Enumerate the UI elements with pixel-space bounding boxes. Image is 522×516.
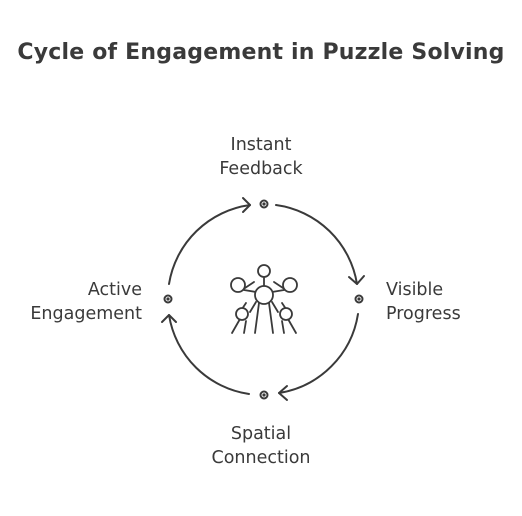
node-label-spatial-connection: Spatial Connection bbox=[161, 422, 361, 470]
cycle-arrow-engagement-to-feedback bbox=[168, 204, 251, 285]
cycle-arrow-connection-to-engagement bbox=[168, 314, 250, 395]
node-label-line: Instant bbox=[230, 135, 292, 155]
node-dot-core bbox=[166, 297, 170, 301]
node-label-visible-progress: Visible Progress bbox=[386, 278, 516, 326]
arrowhead bbox=[278, 385, 288, 401]
arrowhead bbox=[161, 314, 177, 323]
diagram-title: Cycle of Engagement in Puzzle Solving bbox=[17, 40, 505, 65]
node-label-line: Connection bbox=[211, 448, 311, 468]
node-label-line: Engagement bbox=[30, 304, 142, 324]
node-label-line: Feedback bbox=[219, 159, 303, 179]
node-dot-core bbox=[262, 393, 266, 397]
node-label-instant-feedback: Instant Feedback bbox=[161, 133, 361, 181]
node-label-line: Visible bbox=[386, 280, 444, 300]
node-label-active-engagement: Active Engagement bbox=[0, 278, 142, 326]
node-dot-core bbox=[262, 202, 266, 206]
node-label-line: Progress bbox=[386, 304, 461, 324]
node-dot-core bbox=[357, 297, 361, 301]
arrowhead bbox=[348, 275, 365, 285]
arrowhead bbox=[242, 197, 251, 213]
cycle-arrow-progress-to-connection bbox=[278, 313, 359, 394]
molecule-structure-icon bbox=[230, 264, 298, 334]
node-label-line: Spatial bbox=[230, 424, 292, 444]
node-label-line: Active bbox=[87, 280, 142, 300]
cycle-arrow-feedback-to-progress bbox=[275, 204, 358, 285]
